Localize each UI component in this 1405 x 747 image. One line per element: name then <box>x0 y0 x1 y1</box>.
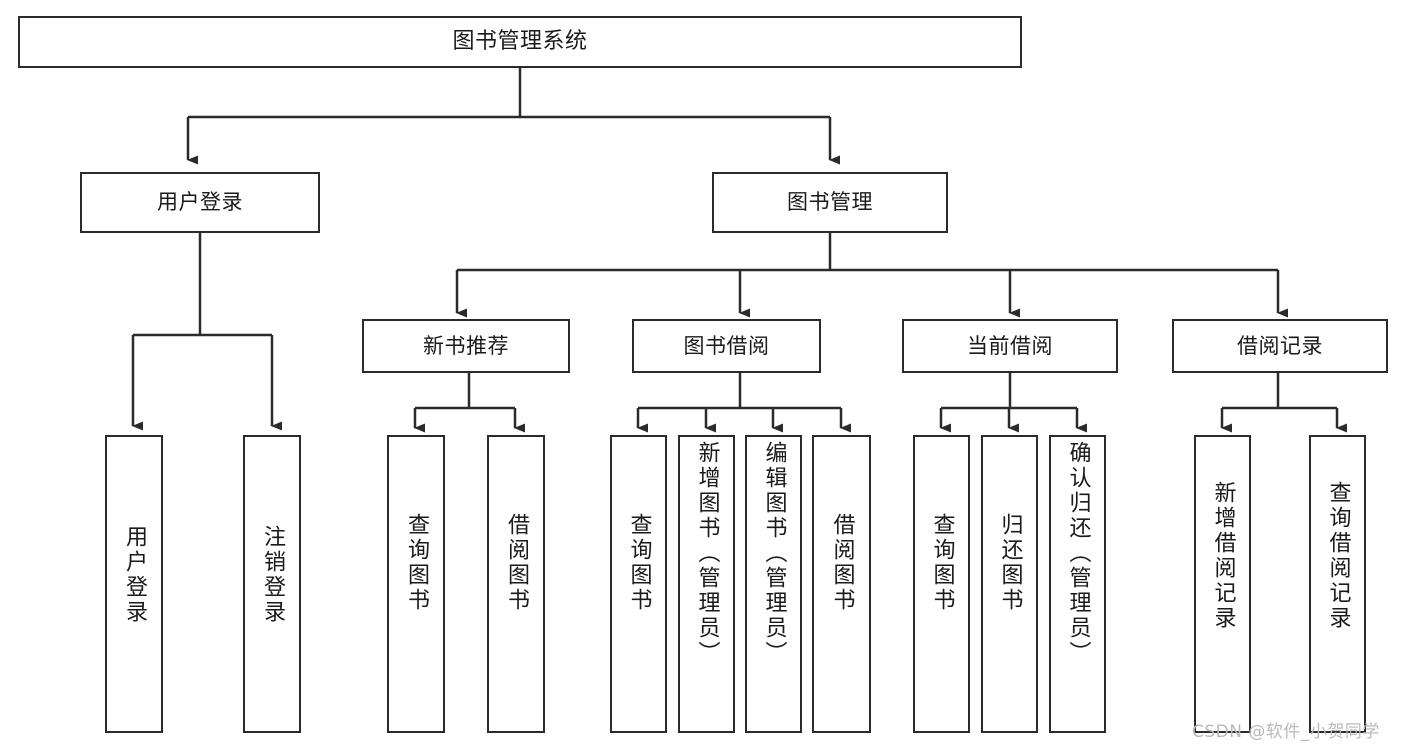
leaf-book-borrow-query-book[interactable]: 查询图书 <box>610 435 667 733</box>
node-root-book-management-system[interactable]: 图书管理系统 <box>18 16 1022 68</box>
node-book-management[interactable]: 图书管理 <box>712 172 948 233</box>
leaf-new-book-query-book[interactable]: 查询图书 <box>387 435 445 733</box>
node-label: 图书管理 <box>787 190 873 215</box>
node-label: 查询图书 <box>626 513 652 613</box>
leaf-borrow-record-query-record[interactable]: 查询借阅记录 <box>1309 435 1366 733</box>
node-label: 图书借阅 <box>683 333 770 358</box>
leaf-user-login-login[interactable]: 用户登录 <box>105 435 163 733</box>
node-label: 查询图书 <box>929 513 955 613</box>
leaf-book-borrow-edit-book-admin[interactable]: 编辑图书（管理员） <box>745 435 802 733</box>
leaf-new-book-borrow-book[interactable]: 借阅图书 <box>487 435 545 733</box>
node-label: 注销登录 <box>260 525 285 625</box>
leaf-user-login-logout[interactable]: 注销登录 <box>243 435 301 733</box>
node-label: 查询图书 <box>404 513 429 613</box>
node-label: 编辑图书（管理员） <box>761 441 787 666</box>
node-new-book-recommendation[interactable]: 新书推荐 <box>362 319 570 373</box>
node-label: 新增借阅记录 <box>1210 481 1236 631</box>
node-label: 新增图书（管理员） <box>694 441 720 666</box>
leaf-book-borrow-add-book-admin[interactable]: 新增图书（管理员） <box>678 435 735 733</box>
node-label: 新书推荐 <box>423 333 509 358</box>
node-label: 查询借阅记录 <box>1325 481 1351 631</box>
node-label: 当前借阅 <box>967 333 1053 358</box>
node-label: 确认归还（管理员） <box>1065 441 1091 666</box>
csdn-watermark: CSDN @软件_小贺同学 <box>1192 722 1380 742</box>
leaf-current-borrow-confirm-return-admin[interactable]: 确认归还（管理员） <box>1049 435 1106 733</box>
leaf-borrow-record-add-record[interactable]: 新增借阅记录 <box>1194 435 1251 733</box>
node-label: 图书管理系统 <box>452 29 588 55</box>
leaf-book-borrow-borrow-book[interactable]: 借阅图书 <box>812 435 871 733</box>
node-label: 归还图书 <box>997 513 1023 613</box>
node-label: 用户登录 <box>157 190 243 215</box>
node-label: 借阅图书 <box>504 513 529 613</box>
node-borrowing-record[interactable]: 借阅记录 <box>1172 319 1388 373</box>
node-label: 用户登录 <box>122 525 147 625</box>
leaf-current-borrow-query-book[interactable]: 查询图书 <box>913 435 970 733</box>
node-user-login[interactable]: 用户登录 <box>80 172 320 233</box>
leaf-current-borrow-return-book[interactable]: 归还图书 <box>981 435 1038 733</box>
node-book-borrowing[interactable]: 图书借阅 <box>632 319 821 373</box>
node-label: 借阅记录 <box>1237 333 1323 358</box>
node-current-borrowing[interactable]: 当前借阅 <box>902 319 1118 373</box>
node-label: 借阅图书 <box>829 513 855 613</box>
